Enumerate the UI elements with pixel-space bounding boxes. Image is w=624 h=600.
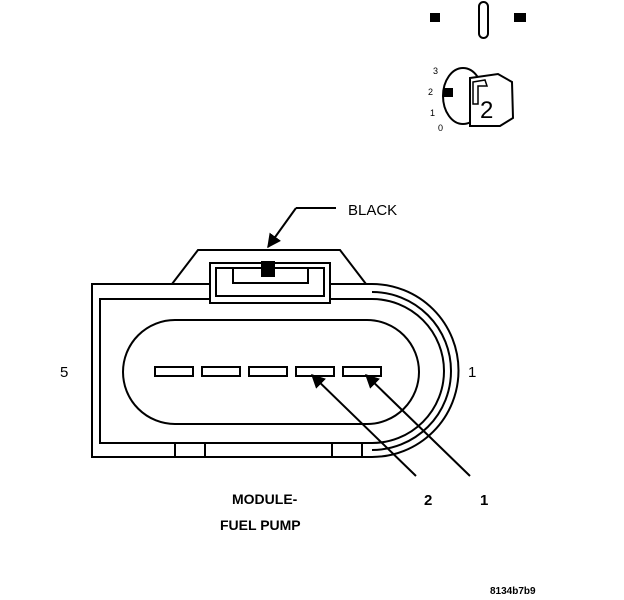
pin-callout-arrows: [310, 374, 471, 477]
pin-2: [295, 366, 335, 377]
pin-3: [248, 366, 288, 377]
end-pin-label-right: 1: [468, 364, 476, 381]
connector-body: [91, 249, 460, 458]
pin-5: [154, 366, 194, 377]
latch-tab: [232, 268, 309, 284]
housing-mid-arc: [371, 291, 452, 451]
locator-dial: 3 2 1 0 2: [428, 66, 515, 133]
callout-label-1: 1: [480, 492, 488, 509]
figure-id: 8134b7b9: [490, 586, 536, 597]
color-label: BLACK: [348, 202, 397, 219]
locator-left-block: [430, 13, 440, 22]
latch-housing: [171, 249, 367, 285]
housing-inner-outline: [99, 298, 445, 444]
scale-label-0: 0: [438, 123, 443, 133]
connector-locator-icon: 3 2 1 0 2: [428, 1, 526, 133]
latch-release: [261, 261, 275, 277]
locator-right-block: [514, 13, 526, 22]
locator-slot: [478, 1, 489, 39]
pin-2-arrow: [310, 374, 417, 477]
end-pin-label-left: 5: [60, 364, 68, 381]
pin-4: [201, 366, 241, 377]
scale-label-3: 3: [433, 66, 438, 76]
pin-1: [342, 366, 382, 377]
locator-pointer-marker: [444, 88, 453, 97]
pin-1-arrow: [364, 374, 471, 477]
caption-line-2: FUEL PUMP: [220, 517, 301, 533]
pin-terminals: [154, 366, 382, 377]
pin-cavity: [122, 319, 420, 425]
caption-line-1: MODULE-: [232, 491, 298, 507]
locator-position-number: 2: [480, 97, 493, 124]
callout-label-2: 2: [424, 492, 432, 509]
housing-outline: [91, 283, 460, 458]
color-callout: BLACK: [267, 202, 397, 249]
scale-label-1: 1: [430, 108, 435, 118]
scale-label-2: 2: [428, 87, 433, 97]
latch-inner: [215, 267, 325, 297]
